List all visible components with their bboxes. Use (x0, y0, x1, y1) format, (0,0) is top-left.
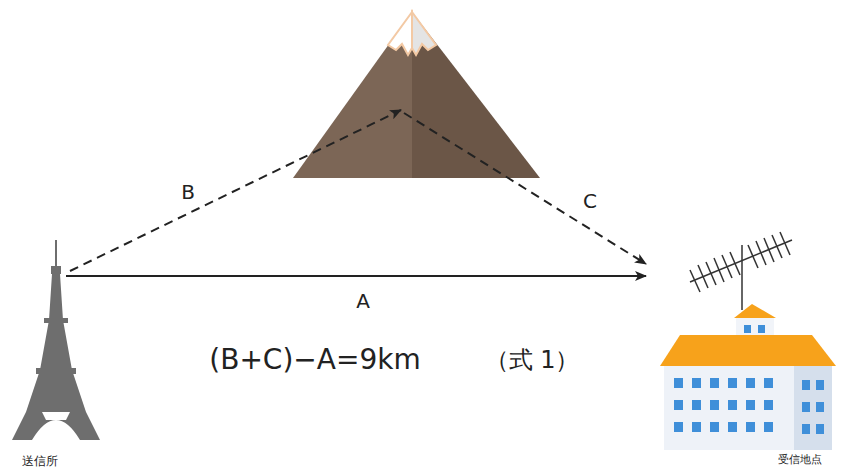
place-label: 受信地点 (778, 453, 822, 466)
path-c (404, 113, 646, 264)
path-label: B (181, 180, 195, 204)
formula: (B+C)−A=9km (209, 343, 420, 377)
path-a (66, 275, 646, 277)
path-b (70, 110, 401, 271)
mountain (293, 12, 540, 178)
path-label: C (583, 189, 597, 213)
transmit-tower (12, 240, 100, 440)
place-label: 送信所 (22, 454, 58, 468)
receiver-building (660, 304, 836, 450)
equation-number: （式 1） (485, 346, 580, 375)
path-label: A (356, 289, 370, 313)
yagi-antenna (690, 232, 792, 310)
